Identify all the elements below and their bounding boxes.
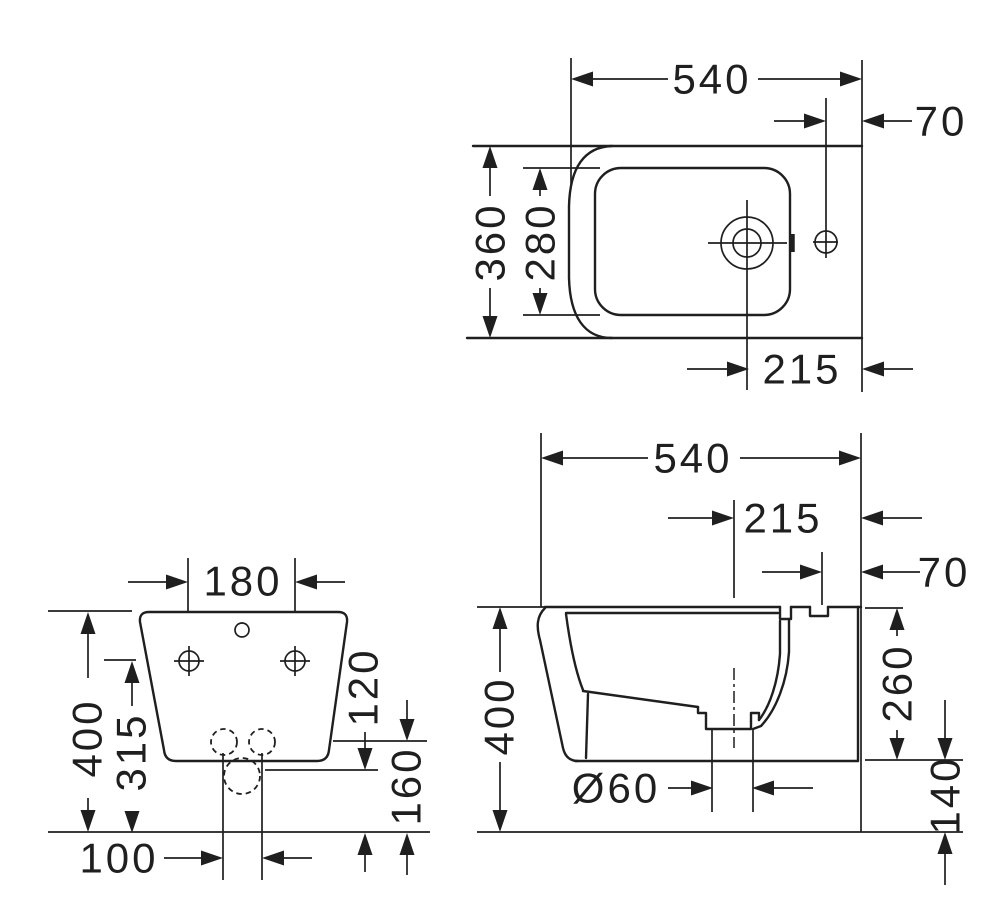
dim-rear-outlet-spacing: 100 bbox=[79, 835, 312, 882]
dim-side-body-height: 260 bbox=[874, 608, 921, 760]
side-tap-hole-to-wall-label: 70 bbox=[918, 549, 971, 596]
rear-outlet-height-label: 160 bbox=[383, 746, 430, 825]
diverter-hole bbox=[813, 230, 838, 254]
dim-plan-width: 540 bbox=[571, 56, 862, 103]
side-drain-diameter-label: Ø60 bbox=[572, 765, 660, 812]
outlet-hole-left bbox=[210, 728, 238, 756]
dim-plan-drain-to-wall: 215 bbox=[687, 346, 913, 393]
rear-lower-outlet-height-label: 120 bbox=[340, 647, 387, 726]
side-overall-height-label: 400 bbox=[476, 676, 523, 755]
dim-side-overall-height: 400 bbox=[476, 607, 523, 832]
fixing-hole-left bbox=[174, 646, 204, 676]
dim-plan-depth: 360 bbox=[467, 146, 514, 338]
plan-tap-hole-to-wall-label: 70 bbox=[915, 98, 968, 145]
plan-basin-width-label: 280 bbox=[517, 202, 564, 281]
outlet-hole-right bbox=[248, 728, 276, 756]
dim-rear-fixing-hole-height: 315 bbox=[108, 661, 155, 833]
dim-side-length: 540 bbox=[541, 435, 861, 482]
dim-side-underside-clearance: 140 bbox=[922, 700, 969, 885]
plan-width-label: 540 bbox=[672, 56, 751, 103]
rear-fixing-hole-spacing-label: 180 bbox=[203, 558, 282, 605]
drain-sump bbox=[696, 705, 761, 731]
dim-side-drain-to-wall: 215 bbox=[668, 495, 922, 542]
plan-depth-label: 360 bbox=[467, 202, 514, 281]
plan-view: 540 70 360 280 bbox=[465, 56, 968, 393]
drain-pipe bbox=[711, 729, 754, 812]
rear-body-outline bbox=[138, 610, 349, 763]
dim-rear-lower-outlet-height: 120 bbox=[340, 647, 387, 872]
dim-plan-basin-width: 280 bbox=[517, 168, 564, 315]
plan-drain-to-wall-label: 215 bbox=[762, 346, 841, 393]
rear-top-hole bbox=[234, 622, 250, 638]
tap-hole bbox=[708, 200, 787, 390]
dim-side-drain-diameter: Ø60 bbox=[572, 765, 813, 812]
plan-body-outline bbox=[567, 144, 614, 340]
side-view: 540 215 70 400 bbox=[476, 433, 971, 885]
dim-rear-fixing-hole-spacing: 180 bbox=[128, 558, 345, 605]
rear-fixing-hole-height-label: 315 bbox=[108, 712, 155, 791]
dim-rear-overall-height: 400 bbox=[64, 612, 111, 832]
side-drain-to-wall-label: 215 bbox=[743, 495, 822, 542]
rear-overall-height-label: 400 bbox=[64, 698, 111, 777]
side-body-outline bbox=[536, 605, 863, 763]
rear-outlet-spacing-label: 100 bbox=[79, 835, 158, 882]
dim-plan-tap-hole-to-wall: 70 bbox=[774, 98, 968, 145]
waste-outlet bbox=[223, 757, 261, 795]
dim-side-tap-hole-to-wall: 70 bbox=[762, 549, 971, 596]
dim-rear-outlet-height: 160 bbox=[383, 700, 430, 875]
rear-view: 180 400 315 120 bbox=[48, 558, 430, 882]
side-underside-clearance-label: 140 bbox=[922, 755, 969, 834]
side-body-height-label: 260 bbox=[874, 643, 921, 722]
fixing-hole-right bbox=[280, 646, 310, 676]
side-length-label: 540 bbox=[653, 435, 732, 482]
